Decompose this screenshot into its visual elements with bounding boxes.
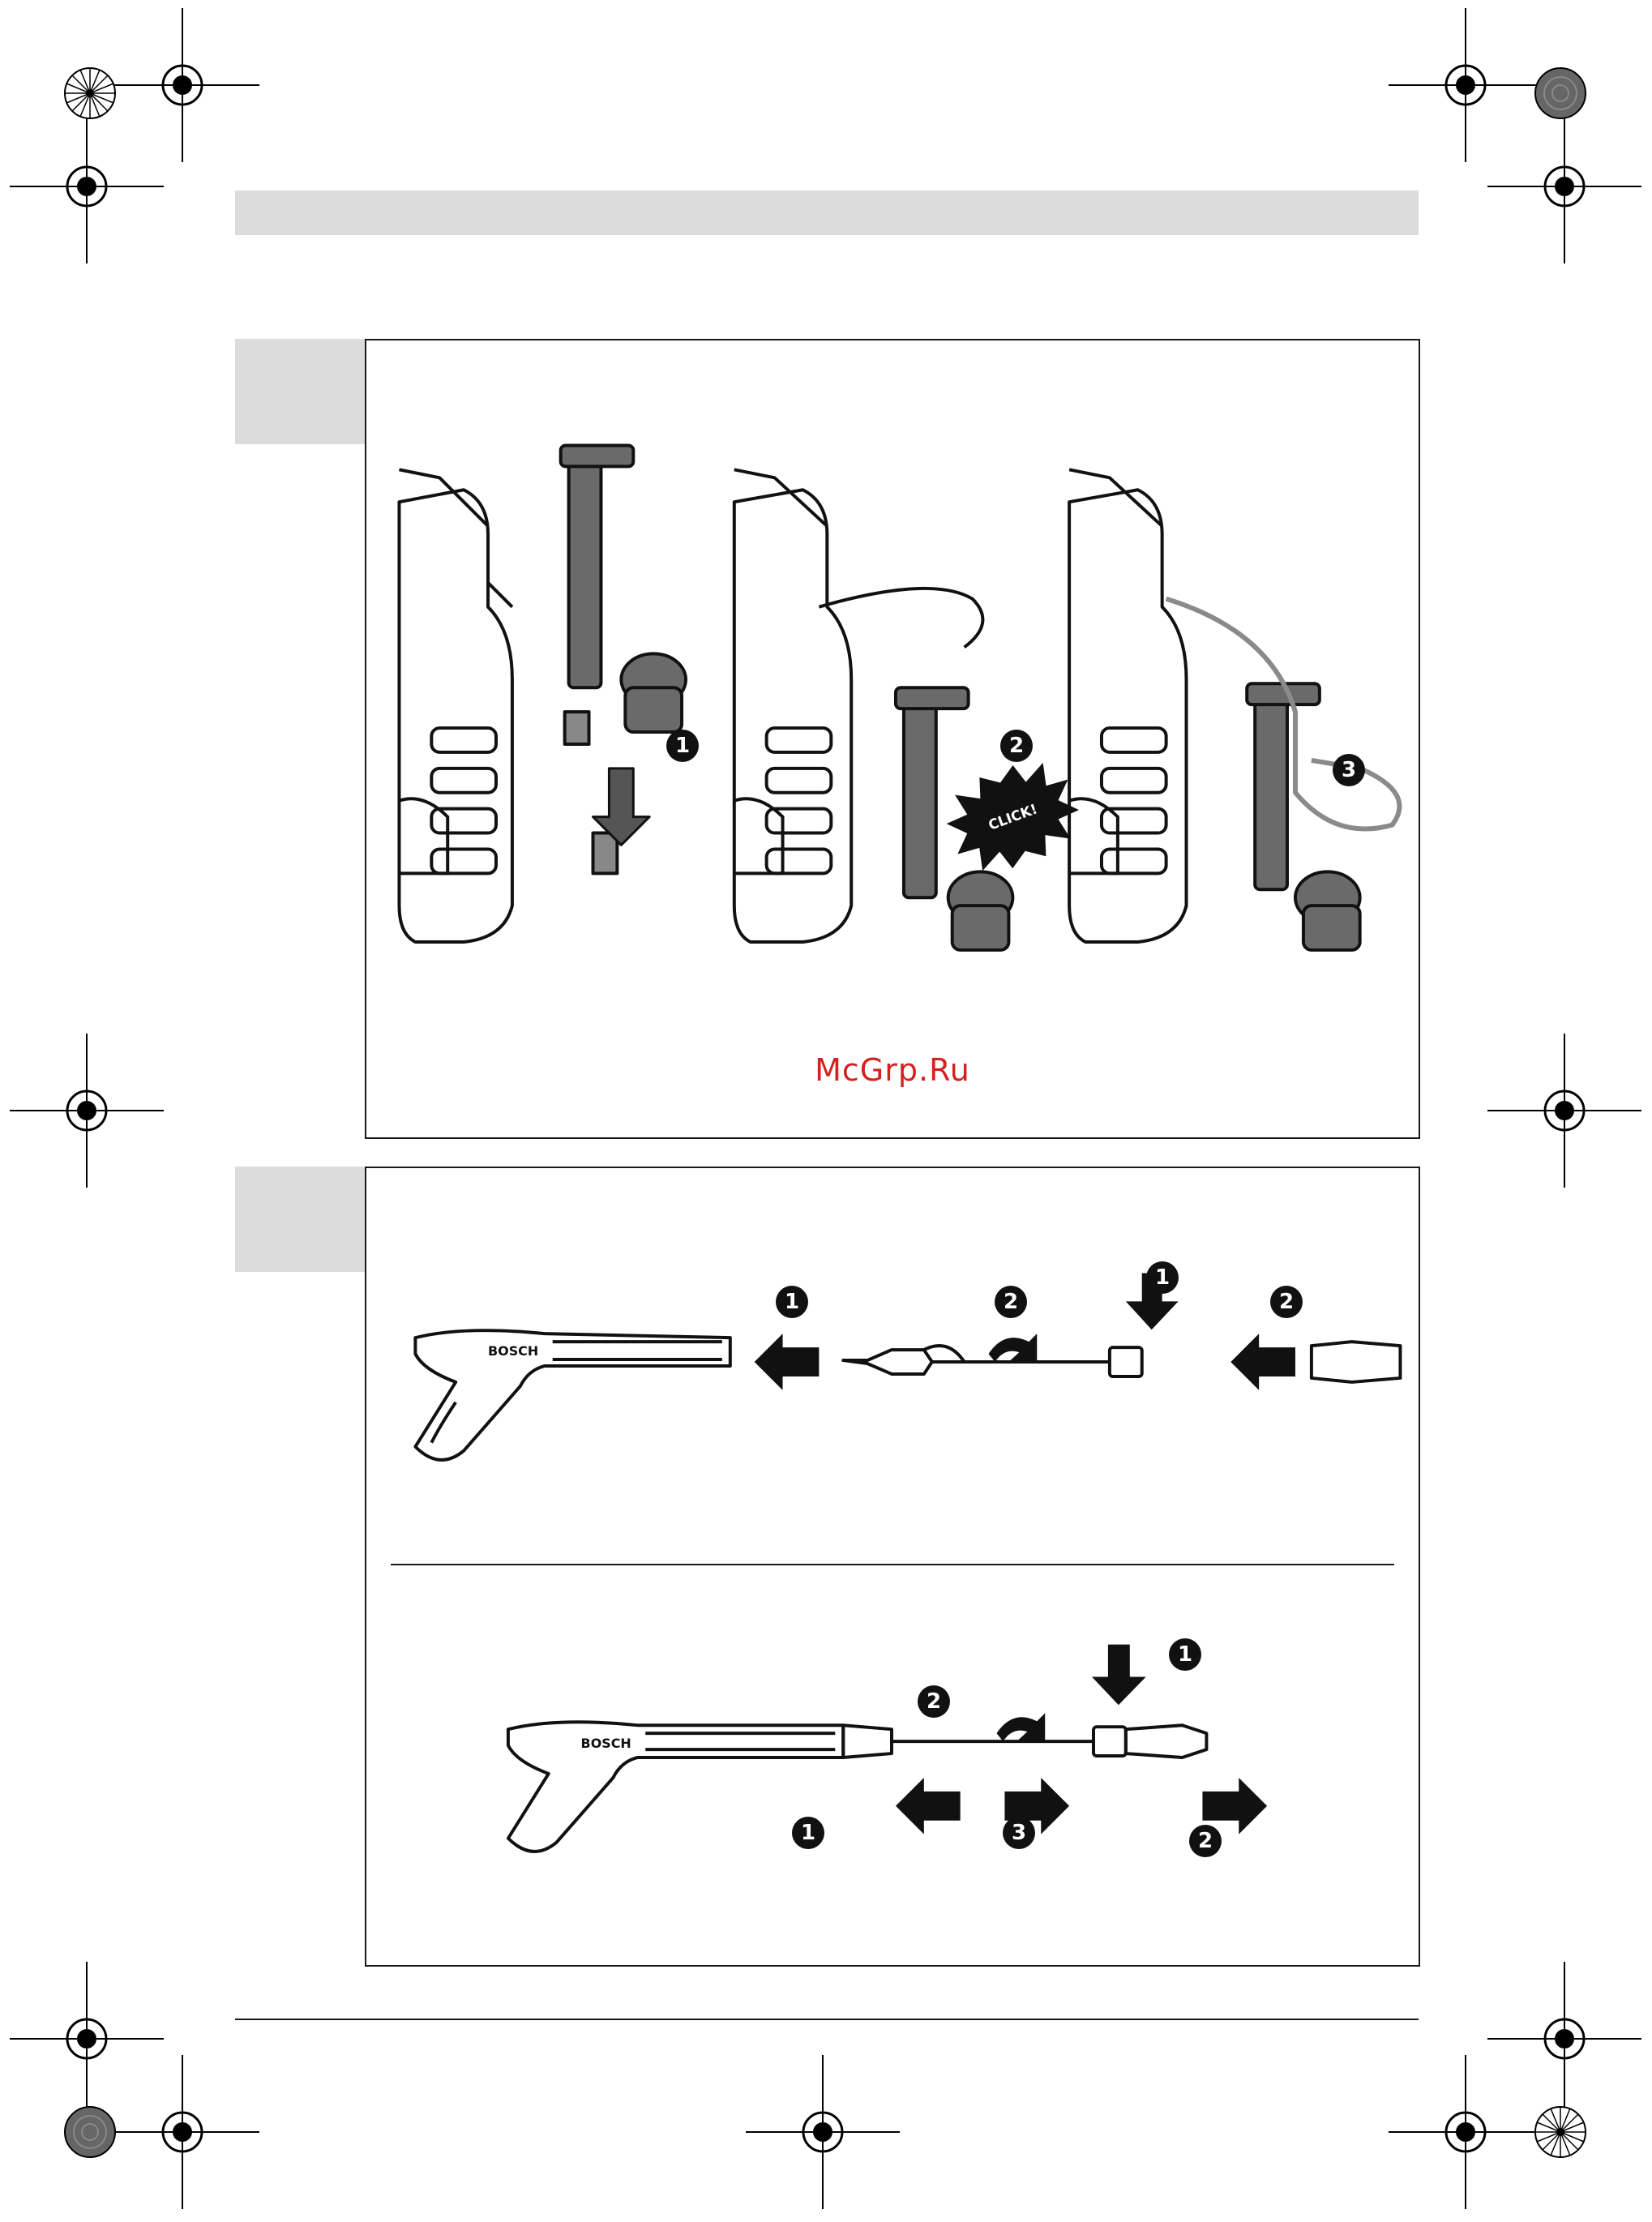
step-badge-1: 1 [1169,1638,1201,1671]
registration-mark-icon [1389,2055,1543,2209]
figure-tab-2 [235,1167,365,1272]
figure-panel-hose-holder: CLICK! 1 2 3 McGrp.Ru [365,339,1420,1139]
step-badge-1: 1 [1146,1261,1179,1294]
step-badge-2: 2 [918,1685,950,1718]
pressure-washer-body-3 [1069,469,1186,942]
header-bar [235,191,1419,235]
spray-gun-top [415,1330,730,1460]
step-badge-1: 1 [792,1817,824,1849]
registration-mark-icon [1487,109,1641,263]
registration-mark-icon [10,109,164,263]
brand-label: BOSCH [488,1343,538,1359]
registration-mark-icon [1487,1034,1641,1188]
spray-gun-illustration: BOSCH BOSCH [366,1168,1419,1965]
arrow-left-icon [1230,1334,1295,1390]
rotate-icon [996,1713,1045,1741]
step-badge-2: 2 [1189,1825,1222,1857]
arrow-left-icon [896,1778,961,1835]
rotate-icon [989,1334,1038,1362]
arrow-left-icon [755,1334,820,1390]
brand-label-bottom: BOSCH [581,1736,631,1751]
step-badge-2: 2 [1270,1286,1303,1318]
registration-disc-icon [1534,2105,1587,2159]
step-badge-2: 2 [995,1286,1027,1318]
registration-mark-icon [746,2055,900,2209]
step-badge-1: 1 [776,1286,808,1318]
step-badge-3: 3 [1333,754,1365,786]
pressure-washer-body-1 [399,469,511,942]
footer-rule [235,2019,1419,2020]
registration-mark-icon [10,1034,164,1188]
click-starburst-icon: CLICK! [935,749,1090,884]
registration-disc-icon [63,66,117,120]
figure-panel-spray-gun: BOSCH BOSCH [365,1167,1420,1967]
figure-tab-1 [235,339,365,444]
hose-holder-wrapped-3 [1247,683,1359,950]
step-badge-2: 2 [1000,730,1033,762]
registration-disc-icon [1534,66,1587,120]
step-badge-1: 1 [666,730,699,762]
registration-mark-icon [105,2055,259,2209]
hose-holder-illustration: CLICK! [366,340,1419,1137]
lance-top [843,1342,1400,1382]
arrow-down-icon [1092,1645,1146,1706]
registration-disc-icon [63,2105,117,2159]
watermark-text: McGrp.Ru [366,1052,1419,1088]
step-badge-3: 3 [1003,1817,1035,1849]
panel-divider [391,1564,1394,1565]
